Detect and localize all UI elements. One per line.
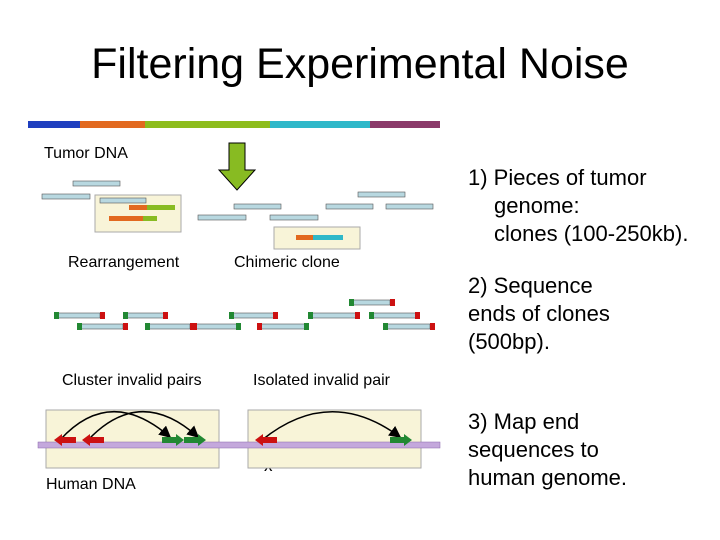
tumor-genome-segment-4 — [270, 121, 370, 128]
green-end-arrow-icon — [184, 434, 206, 446]
tumor-genome-segment-5 — [370, 121, 440, 128]
end-sequenced-clone — [229, 312, 278, 319]
step-2-line-2: ends of clones — [468, 301, 610, 326]
down-arrow-icon — [217, 142, 257, 191]
cluster-pair-arc — [59, 411, 172, 441]
clone — [357, 191, 406, 198]
rearranged-clone-orange-part — [109, 216, 143, 221]
red-end-arrow-icon — [255, 434, 277, 446]
end-sequenced-clone — [257, 323, 309, 330]
human-dna-bar — [37, 441, 441, 449]
step-1-line-1: 1) Pieces of tumor — [468, 165, 647, 190]
rearrangement-label: Rearrangement — [68, 254, 180, 271]
step-1-line-3: clones (100-250kb). — [494, 221, 689, 246]
human-dna-label: Human DNA — [46, 476, 136, 493]
red-end-arrow-icon — [54, 434, 76, 446]
clone — [233, 203, 282, 210]
chimeric-clone-orange-part — [296, 235, 313, 240]
end-sequenced-clone — [308, 312, 360, 319]
chimeric-clone-label: Chimeric clone — [234, 254, 340, 271]
rearranged-clone-green-part — [143, 216, 157, 221]
step-2-line-1: 2) Sequence — [468, 273, 593, 298]
cluster-invalid-pairs-label: Cluster invalid pairs — [62, 372, 202, 389]
red-end-arrow-icon — [82, 434, 104, 446]
end-sequenced-clone — [123, 312, 168, 319]
tumor-genome-segment-1 — [28, 121, 80, 128]
isolated-pair-arc — [261, 411, 402, 441]
end-sequenced-clone — [77, 323, 128, 330]
green-end-arrow-icon — [390, 434, 412, 446]
clone — [325, 203, 374, 210]
clone — [99, 197, 147, 204]
step-2-line-3: (500bp). — [468, 329, 550, 354]
end-sequenced-clone — [349, 299, 395, 306]
isolated-invalid-pair-label: Isolated invalid pair — [253, 372, 390, 389]
end-sequenced-clone — [369, 312, 420, 319]
clone — [41, 193, 91, 200]
end-sequenced-clone — [383, 323, 435, 330]
step-2-text: 2) Sequence ends of clones (500bp). — [468, 272, 610, 356]
clone — [72, 180, 121, 187]
step-3-line-2: sequences to — [468, 437, 599, 462]
end-sequenced-clone — [145, 323, 195, 330]
chimeric-clone-cyan-part — [313, 235, 343, 240]
step-1-text: 1) Pieces of tumor genome: clones (100-2… — [468, 164, 688, 248]
rearranged-clone-green-part — [147, 205, 175, 210]
clone — [197, 214, 247, 221]
clone — [385, 203, 434, 210]
slide-title: Filtering Experimental Noise — [91, 40, 629, 88]
tumor-genome-segment-2 — [80, 121, 145, 128]
step-3-text: 3) Map end sequences to human genome. — [468, 408, 627, 492]
step-1-line-2: genome: — [494, 193, 580, 218]
end-sequenced-clone — [192, 323, 241, 330]
step-3-line-1: 3) Map end — [468, 409, 580, 434]
step-3-line-3: human genome. — [468, 465, 627, 490]
tumor-dna-label: Tumor DNA — [44, 145, 128, 162]
green-end-arrow-icon — [162, 434, 184, 446]
end-sequenced-clone — [54, 312, 105, 319]
rearranged-clone-orange-part — [129, 205, 147, 210]
clone — [269, 214, 319, 221]
tumor-genome-segment-3 — [145, 121, 270, 128]
cluster-pair-arc — [87, 411, 200, 441]
